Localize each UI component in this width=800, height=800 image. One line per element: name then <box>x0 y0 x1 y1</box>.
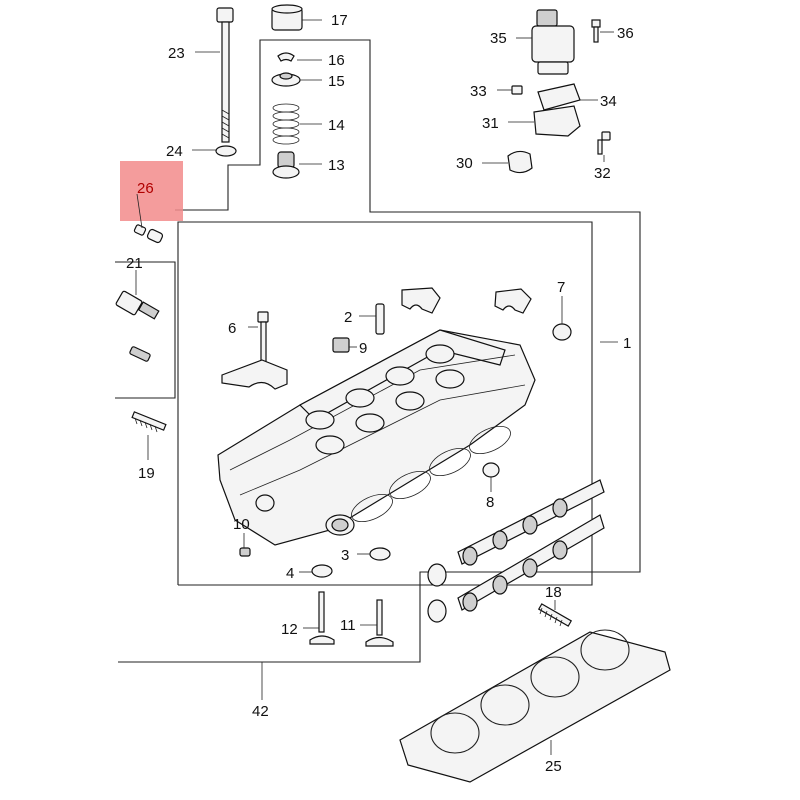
part-36-bolt <box>591 19 601 43</box>
part-15-retainer <box>271 72 301 87</box>
callout-15: 15 <box>328 73 345 90</box>
callout-31: 31 <box>482 115 499 132</box>
callout-18: 18 <box>545 584 562 601</box>
callout-4: 4 <box>286 565 294 582</box>
part-35-egr-valve <box>531 9 575 75</box>
callout-36: 36 <box>617 25 634 42</box>
leader-lines <box>135 19 618 755</box>
callout-11: 11 <box>340 617 356 634</box>
callout-7: 7 <box>557 279 565 296</box>
part-12-valve <box>309 591 335 645</box>
part-21-fitting <box>129 346 151 362</box>
part-drawings <box>115 4 671 783</box>
callout-23: 23 <box>168 45 185 62</box>
part-16-keeper <box>277 52 295 62</box>
part-11-valve <box>365 599 394 647</box>
callout-9: 9 <box>359 340 367 357</box>
callout-8: 8 <box>486 494 494 511</box>
callout-6: 6 <box>228 320 236 337</box>
part-30-gasket <box>507 150 533 174</box>
part-7-plug <box>552 323 572 341</box>
part-24-washer <box>215 145 237 157</box>
callout-35: 35 <box>490 30 507 47</box>
callout-1: 1 <box>623 335 631 352</box>
callout-30: 30 <box>456 155 473 172</box>
part-10-screw <box>239 547 251 557</box>
part-17-tappet <box>271 4 303 31</box>
group-frames <box>115 39 641 663</box>
part-19-stud <box>131 411 167 433</box>
callout-16: 16 <box>328 52 345 69</box>
part-32-bolt <box>597 131 611 155</box>
part-4-ring <box>311 564 333 578</box>
bearing-cap-right <box>494 288 532 314</box>
callout-33: 33 <box>470 83 487 100</box>
part-6-bolt <box>257 311 269 363</box>
cam-seal-lower <box>427 599 447 623</box>
bearing-cap-left <box>221 359 288 390</box>
highlight-box-26 <box>120 161 183 221</box>
part-14-spring <box>272 103 300 145</box>
callout-34: 34 <box>600 93 617 110</box>
callout-25: 25 <box>545 758 562 775</box>
part-1-cylinder-head <box>217 329 536 546</box>
callout-32: 32 <box>594 165 611 182</box>
callout-12: 12 <box>281 621 298 638</box>
callout-26: 26 <box>137 180 154 197</box>
camshafts <box>457 479 605 612</box>
bearing-cap-top <box>401 287 441 314</box>
part-9-plug <box>332 337 350 353</box>
part-3-ring <box>369 547 391 561</box>
cam-seal-upper <box>427 563 447 587</box>
part-13-seal <box>272 151 300 179</box>
callout-19: 19 <box>138 465 155 482</box>
part-25-gasket <box>399 629 671 783</box>
callout-2: 2 <box>344 309 352 326</box>
callout-21: 21 <box>126 255 143 272</box>
part-33-bolt <box>511 85 523 95</box>
callout-13: 13 <box>328 157 345 174</box>
callout-3: 3 <box>341 547 349 564</box>
part-23-bolt <box>216 7 234 143</box>
callout-17: 17 <box>331 12 348 29</box>
callout-10: 10 <box>233 516 250 533</box>
part-21-sensor <box>115 290 160 320</box>
part-8-plug <box>482 462 500 478</box>
callout-42: 42 <box>252 703 269 720</box>
part-31-adapter <box>533 105 581 137</box>
callout-24: 24 <box>166 143 183 160</box>
part-26-pin <box>133 224 164 244</box>
callout-14: 14 <box>328 117 345 134</box>
part-18-stud <box>537 603 573 627</box>
part-2-pin <box>375 303 385 335</box>
callout-labels: 17 16 15 14 13 23 24 26 21 19 6 2 9 7 1 … <box>126 12 634 775</box>
